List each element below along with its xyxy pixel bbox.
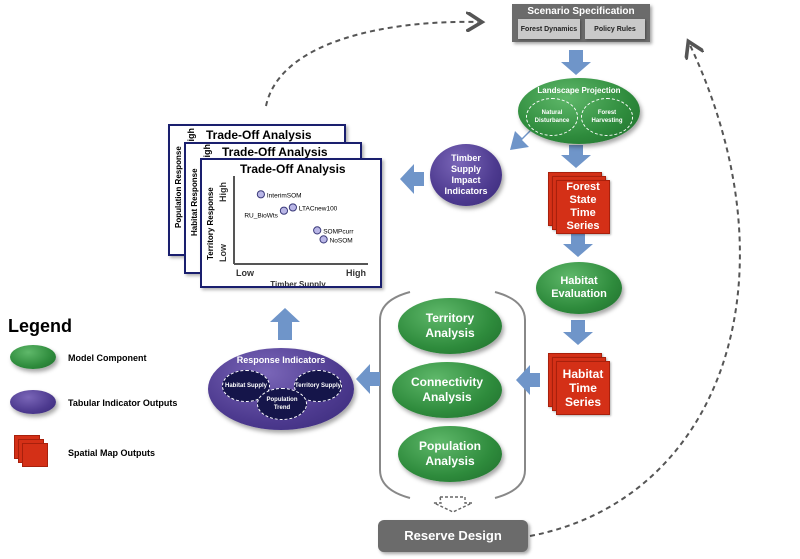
y-tick-low: Low (218, 243, 228, 262)
habitat-series-label: Habitat Time Series (556, 361, 610, 415)
population-analysis: Population Analysis (398, 426, 502, 482)
scatter-point-label-3: SOMPcurr (323, 228, 354, 235)
connectivity-analysis-label: Connectivity Analysis (410, 375, 483, 404)
forest-series-label: Forest State Time Series (556, 180, 610, 234)
analysis-bracket-left (379, 291, 411, 499)
timber-supply-indicators: Timber Supply Impact Indicators (430, 144, 502, 206)
response-indicators: Response Indicators Habitat Supply Terri… (208, 348, 354, 430)
analysis-bracket-right (494, 291, 526, 499)
x-axis-label: Timber Supply (270, 280, 326, 286)
legend-model-component-label: Model Component (68, 353, 147, 363)
arrow-timber-to-tradeoff (400, 164, 424, 194)
flow-arrows (270, 50, 593, 395)
habitat-evaluation: Habitat Evaluation (536, 262, 622, 314)
tradeoff-middle-title: Trade-Off Analysis (222, 145, 328, 159)
territory-analysis-label: Territory Analysis (425, 311, 475, 340)
landscape-title: Landscape Projection (537, 86, 621, 95)
tradeoff-back-title: Trade-Off Analysis (206, 128, 312, 142)
territory-analysis: Territory Analysis (398, 298, 502, 354)
scatter-point-label-0: InterimSOM (267, 192, 302, 199)
feedback-arrow-top (265, 22, 478, 107)
scatter-point-4 (319, 235, 328, 244)
legend-model-component-swatch (10, 345, 56, 369)
policy-rules-box: Policy Rules (585, 19, 645, 39)
natural-disturbance-oval: Natural Disturbance (526, 98, 578, 136)
arrow-habitat-series-to-analyses (516, 365, 540, 395)
connectivity-analysis: Connectivity Analysis (392, 362, 502, 418)
forest-dynamics-box: Forest Dynamics (518, 19, 580, 39)
arrow-landscape-to-forest-series (561, 145, 591, 168)
reserve-design-box: Reserve Design (378, 520, 528, 552)
scatter-point-3 (313, 226, 322, 235)
forest-harvesting-oval: Forest Harvesting (581, 98, 633, 136)
x-tick-low: Low (236, 268, 255, 278)
forest-state-time-series: Forest State Time Series (548, 172, 610, 234)
timber-indicators-label: Timber Supply Impact Indicators (444, 153, 488, 196)
tradeoff-back-ylabel: Population Response (174, 146, 183, 228)
tradeoff-card-front: Trade-Off Analysis Territory Response Lo… (200, 158, 382, 288)
arrow-scenario-to-landscape (561, 50, 591, 75)
population-analysis-label: Population Analysis (419, 439, 481, 468)
x-tick-high: High (346, 268, 366, 278)
legend-tabular-swatch (10, 390, 56, 414)
response-indicators-title: Response Indicators (236, 355, 326, 365)
arrow-habitat-eval-to-series (563, 320, 593, 345)
y-tick-high: High (218, 182, 228, 202)
legend-tabular-label: Tabular Indicator Outputs (68, 398, 178, 408)
scatter-point-label-1: LTACnew100 (299, 205, 338, 212)
scatter-point-0 (256, 190, 265, 199)
scatter-point-1 (288, 203, 297, 212)
habitat-evaluation-label: Habitat Evaluation (551, 275, 607, 300)
legend-spatial-label: Spatial Map Outputs (68, 448, 156, 458)
legend-spatial-swatch (14, 435, 50, 467)
tradeoff-middle-ylabel: Habitat Response (190, 168, 199, 236)
habitat-time-series: Habitat Time Series (548, 353, 610, 415)
population-trend-oval: Population Trend (257, 388, 307, 420)
arrow-response-to-tradeoff (270, 308, 300, 340)
arrow-analyses-to-response (356, 364, 380, 394)
arrow-forest-to-habitat-eval (563, 232, 593, 257)
scenario-title: Scenario Specification (527, 6, 635, 17)
scatter-point-2 (279, 206, 289, 215)
legend-title: Legend (8, 316, 73, 336)
landscape-projection: Landscape Projection Natural Disturbance… (518, 78, 640, 144)
scatter-point-label-2: RU_BioWts (244, 213, 278, 220)
arrow-landscape-to-timber (510, 128, 532, 150)
scatter-point-label-4: NoSOM (330, 237, 353, 244)
scenario-specification-panel: Scenario Specification Forest Dynamics P… (512, 4, 650, 42)
tradeoff-front-title: Trade-Off Analysis (240, 162, 346, 176)
habitat-supply-oval: Habitat Supply (222, 370, 270, 402)
feedback-arrow-right (529, 45, 741, 537)
reserve-design-arrow (433, 496, 473, 513)
